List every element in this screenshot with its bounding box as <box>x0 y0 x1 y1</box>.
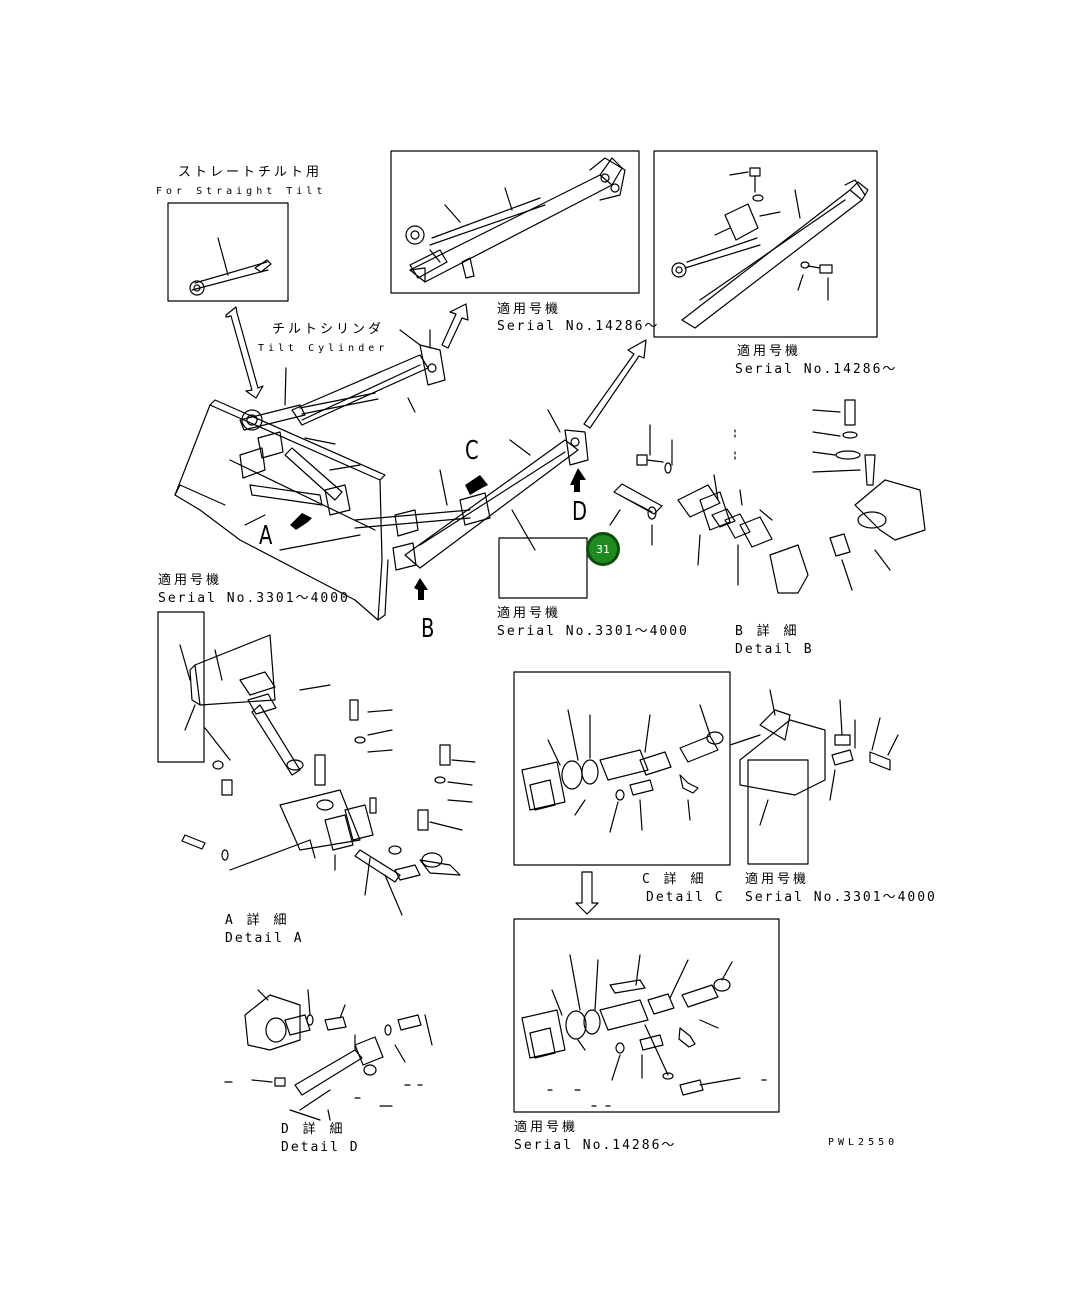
drawing-code: PWL2550 <box>828 1137 899 1148</box>
view-callout-d: D <box>572 497 588 527</box>
top-right-arm-drawing <box>671 167 869 329</box>
top-middle-arm-drawing <box>405 157 626 283</box>
main-blade-assembly <box>174 329 589 621</box>
straight-tilt-label-en: For Straight Tilt <box>156 186 327 197</box>
view-callout-a: A <box>259 521 273 551</box>
serial-label-jp-top-middle: 適用号機 <box>497 302 562 317</box>
detail-b-label-jp: B 詳 細 <box>735 624 800 639</box>
bottom-inset-parts <box>521 954 767 1107</box>
serial-label-en-center: Serial No.3301～4000 <box>497 624 689 639</box>
inset-straight-tilt-frame <box>167 202 289 302</box>
detail-b-label-en: Detail B <box>735 642 814 657</box>
detail-d-label-jp: D 詳 細 <box>281 1122 346 1137</box>
inset-detail-c-frame <box>513 671 731 866</box>
detail-c-label-jp: C 詳 細 <box>642 872 707 887</box>
detail-a-label-jp: A 詳 細 <box>225 913 290 928</box>
inset-detail-a-serial-frame <box>157 611 205 763</box>
part-number-hotspot[interactable]: 31 <box>586 532 620 566</box>
detail-c-parts <box>521 689 899 833</box>
straight-tilt-label-jp: ストレートチルト用 <box>178 165 323 180</box>
inset-serial-3301-frame <box>498 537 588 599</box>
inset-top-right-frame <box>653 150 878 338</box>
serial-label-en-detail-c: Serial No.3301～4000 <box>745 890 937 905</box>
serial-label-en-left: Serial No.3301～4000 <box>158 591 350 606</box>
serial-label-jp-bottom: 適用号機 <box>514 1120 579 1135</box>
detail-a-parts <box>179 634 476 916</box>
double-outline-arrow <box>225 306 264 399</box>
view-callout-c: C <box>465 436 479 466</box>
serial-label-en-bottom: Serial No.14286～ <box>514 1138 677 1153</box>
inset-detail-c-serial-frame <box>747 759 809 865</box>
outline-arrows <box>441 303 647 915</box>
straight-tilt-brace-drawing <box>189 237 272 296</box>
serial-label-jp-detail-c: 適用号機 <box>745 872 810 887</box>
tilt-cylinder-label-jp: チルトシリンダ <box>272 322 385 337</box>
hatched-view-arrows <box>290 468 586 600</box>
serial-label-jp-left: 適用号機 <box>158 573 223 588</box>
detail-d-parts <box>224 989 433 1121</box>
tilt-cylinder-label-en: Tilt Cylinder <box>258 343 389 354</box>
serial-label-en-top-right: Serial No.14286～ <box>735 362 898 377</box>
serial-label-en-top-middle: Serial No.14286～ <box>497 319 660 334</box>
detail-b-parts <box>609 399 926 594</box>
serial-label-jp-top-right: 適用号機 <box>737 344 802 359</box>
inset-bottom-frame <box>513 918 780 1113</box>
view-callout-b: B <box>421 614 435 644</box>
detail-d-label-en: Detail D <box>281 1140 360 1155</box>
inset-top-middle-frame <box>390 150 640 294</box>
detail-c-label-en: Detail C <box>646 890 725 905</box>
detail-a-label-en: Detail A <box>225 931 304 946</box>
serial-label-jp-center: 適用号機 <box>497 606 562 621</box>
